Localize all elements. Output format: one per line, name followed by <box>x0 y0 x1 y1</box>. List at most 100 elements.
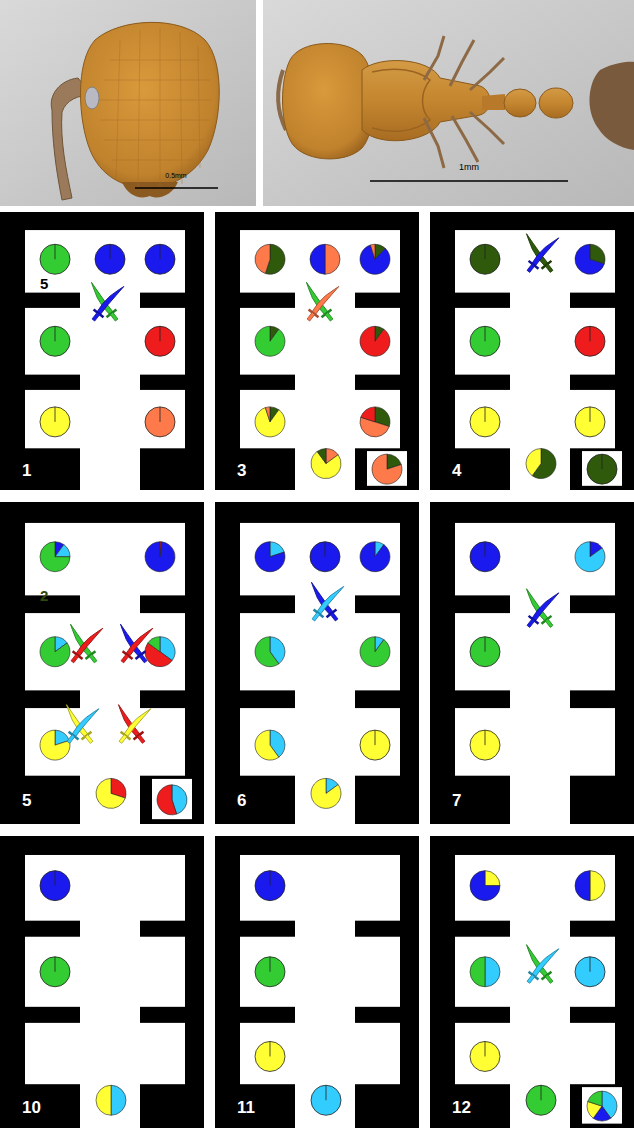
nest-drawing <box>430 502 634 824</box>
colony-pie-chart <box>310 542 340 572</box>
pie-slice <box>96 1085 111 1115</box>
panel-number: 4 <box>452 462 461 479</box>
colony-pie-chart <box>575 542 605 572</box>
nest-chamber <box>455 523 615 595</box>
nest-chamber <box>582 451 622 486</box>
colony-pie-chart <box>145 326 175 356</box>
colony-pie-chart <box>40 637 70 667</box>
pie-slice <box>265 407 270 422</box>
colony-pie-chart <box>40 730 70 760</box>
pie-mark <box>55 957 56 972</box>
pie-slice <box>157 785 177 815</box>
pie-slice <box>40 730 70 760</box>
colony-pie-chart <box>311 778 341 808</box>
colony-pie-chart <box>145 637 175 667</box>
pie-slice <box>145 542 175 572</box>
saber-symbol <box>63 703 101 746</box>
saber-symbol <box>59 703 97 746</box>
pie-slice <box>360 326 390 356</box>
panel-number: 10 <box>22 1099 41 1116</box>
pie-slice <box>470 871 500 901</box>
colony-pie-chart <box>360 326 390 356</box>
nest-chamber <box>25 308 185 375</box>
colony-pie-chart <box>360 730 390 760</box>
pie-mark <box>160 326 161 341</box>
pie-mark <box>160 407 161 422</box>
pie-slice <box>587 454 617 484</box>
saber-symbol <box>88 281 126 324</box>
pie-slice <box>360 637 390 667</box>
colony-pie-chart <box>311 1085 341 1115</box>
pie-slice <box>255 542 285 572</box>
fight-symbol <box>113 622 155 665</box>
pie-slice <box>255 637 279 667</box>
pie-mark <box>55 407 56 422</box>
nest-chamber <box>25 708 185 776</box>
fight-symbol <box>111 703 153 746</box>
colony-pie-chart <box>311 449 341 479</box>
colony-panel: 6 <box>215 502 419 824</box>
nest-chamber <box>240 390 400 448</box>
saber-symbol <box>67 622 105 665</box>
panel-number: 3 <box>237 462 246 479</box>
pie-slice <box>310 244 325 274</box>
panel-number: 12 <box>452 1099 471 1116</box>
nest-chamber <box>25 613 185 690</box>
pie-slice <box>40 542 70 572</box>
pie-slice <box>145 244 175 274</box>
pie-mark <box>590 407 591 422</box>
colony-pie-chart <box>310 244 340 274</box>
pie-mark <box>485 407 486 422</box>
nest-chamber <box>25 523 185 595</box>
colony-pie-chart <box>40 407 70 437</box>
saber-blade <box>75 625 102 658</box>
pie-slice <box>485 871 500 886</box>
nest-drawing <box>430 212 634 490</box>
pie-slice <box>111 1085 126 1115</box>
pie-slice <box>317 449 326 464</box>
pie-mark <box>590 957 591 972</box>
pie-slice <box>575 244 604 274</box>
ant-body-photo <box>278 36 634 168</box>
nest-drawing <box>215 836 419 1128</box>
pie-slice <box>360 730 390 760</box>
colony-pie-chart <box>255 326 285 356</box>
pie-slice <box>470 326 500 356</box>
pie-slice <box>95 244 125 274</box>
pie-mark <box>325 542 326 557</box>
nest-drawing <box>215 502 419 824</box>
saber-symbol <box>84 281 122 324</box>
colony-pie-chart <box>470 957 500 987</box>
pie-slice <box>470 542 500 572</box>
saber-symbol <box>63 622 101 665</box>
colony-panel: 3 <box>215 212 419 490</box>
nest-chamber <box>240 308 400 375</box>
saber-symbol <box>299 281 337 324</box>
saber-symbol <box>113 622 151 665</box>
pie-mark <box>55 244 56 259</box>
saber-grip <box>325 312 333 321</box>
nest-chambers <box>25 230 185 490</box>
nest-chamber <box>240 230 400 293</box>
saber-symbol <box>303 281 341 324</box>
photo-ground <box>0 0 256 206</box>
nest-chamber <box>455 390 615 448</box>
pie-slice <box>361 407 375 422</box>
saber-symbol <box>523 232 561 275</box>
colony-panel: 12 <box>430 836 634 1128</box>
pie-slice <box>145 407 175 437</box>
colony-pie-chart <box>587 454 617 484</box>
colony-pie-chart <box>470 871 500 901</box>
saber-grip <box>67 735 75 744</box>
pie-slice <box>96 778 125 808</box>
saber-blade <box>71 705 98 738</box>
ant-head-photo <box>51 22 219 200</box>
colony-pie-chart <box>575 244 605 274</box>
pie-mark <box>55 326 56 341</box>
saber-grip <box>139 654 147 663</box>
pie-slice <box>526 449 541 476</box>
nest-chamber <box>240 855 400 921</box>
pie-slice <box>470 1041 500 1071</box>
panel-number: 6 <box>237 792 246 809</box>
nest-chamber <box>25 390 185 448</box>
